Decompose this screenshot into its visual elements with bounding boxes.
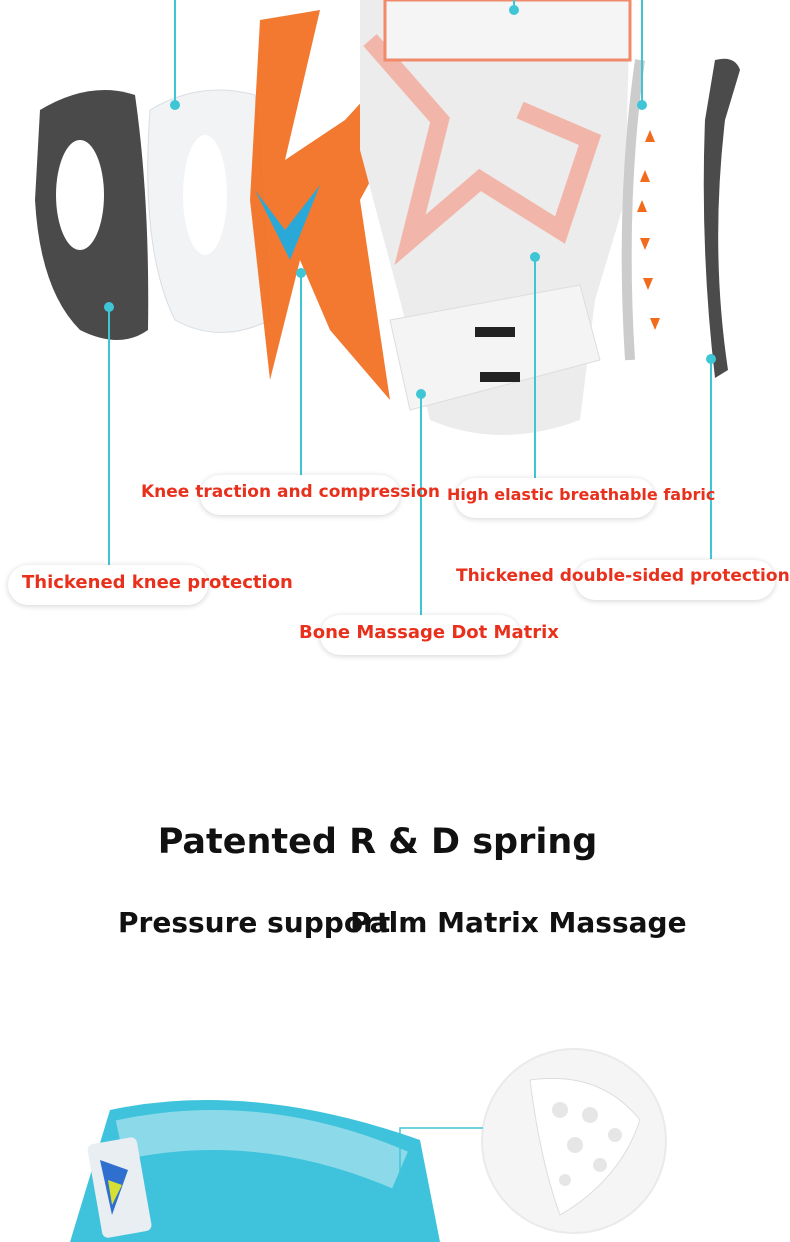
teal-brace-illustration	[70, 1048, 667, 1242]
knee-brace-exploded-illustration	[35, 0, 740, 435]
dark-bar	[703, 58, 740, 378]
label-breathable-fabric: High elastic breathable fabric	[447, 485, 716, 504]
label-pill	[320, 615, 520, 655]
heading-pressure-support: Pressure support	[118, 906, 391, 939]
arrows-icon	[637, 130, 660, 330]
heading-palm-matrix: Palm Matrix Massage	[350, 906, 687, 939]
spring	[621, 59, 645, 361]
label-pill	[8, 565, 208, 605]
label-pill	[455, 478, 655, 518]
strap	[389, 284, 601, 411]
label-pill	[575, 560, 775, 600]
pad-hole	[56, 140, 104, 250]
label-thickened-knee: Thickened knee protection	[22, 572, 293, 593]
label-knee-traction: Knee traction and compression	[141, 482, 441, 502]
label-double-sided: Thickened double-sided protection	[456, 566, 790, 586]
label-pill	[200, 475, 400, 515]
heading-spring: Patented R & D spring	[157, 822, 598, 862]
label-bone-massage: Bone Massage Dot Matrix	[299, 622, 559, 643]
